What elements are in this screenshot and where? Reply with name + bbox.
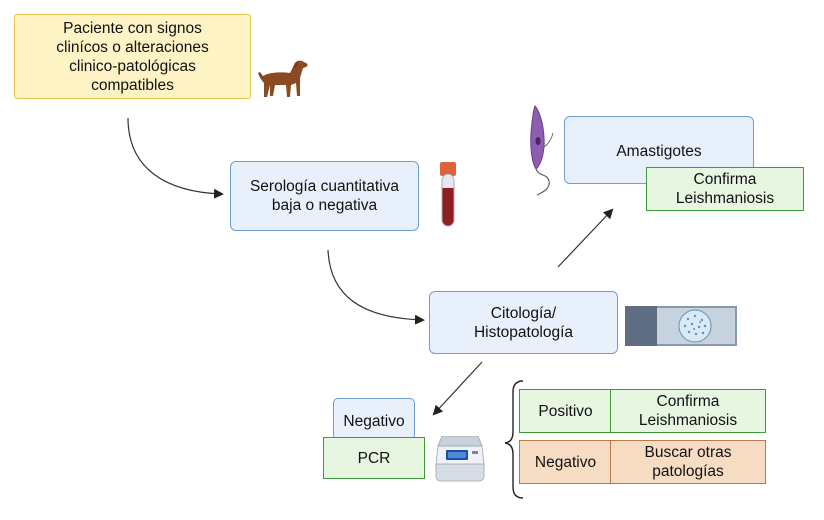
pcr-thermocycler-icon	[435, 436, 485, 482]
microscope-slide-icon	[625, 306, 737, 346]
results-brace	[504, 380, 524, 499]
arrow-cytology-to-amastigotes	[557, 208, 614, 268]
arrow-patient-to-serology	[127, 117, 224, 199]
pcr-box: PCR	[323, 437, 425, 479]
negativo-label-box: Negativo	[519, 440, 612, 484]
negativo-box-small: Negativo	[333, 398, 415, 440]
blood-tube-icon	[440, 162, 456, 227]
dog-icon	[258, 60, 308, 97]
positivo-label-box: Positivo	[519, 389, 612, 433]
confirm-leishmaniosis-box-top: Confirma Leishmaniosis	[646, 167, 804, 211]
arrow-serology-to-cytology	[327, 249, 425, 325]
serology-box: Serología cuantitativa baja o negativa	[230, 161, 419, 231]
arrow-cytology-to-pcr	[432, 361, 483, 416]
leishmania-parasite-icon	[530, 105, 554, 196]
cytology-box: Citología/ Histopatología	[429, 291, 618, 354]
confirm-leishmaniosis-box-pcr: Confirma Leishmaniosis	[610, 389, 766, 433]
buscar-otras-patologias-box: Buscar otras patologías	[610, 440, 766, 484]
patient-box: Paciente con signos clinícos o alteracio…	[14, 14, 251, 99]
